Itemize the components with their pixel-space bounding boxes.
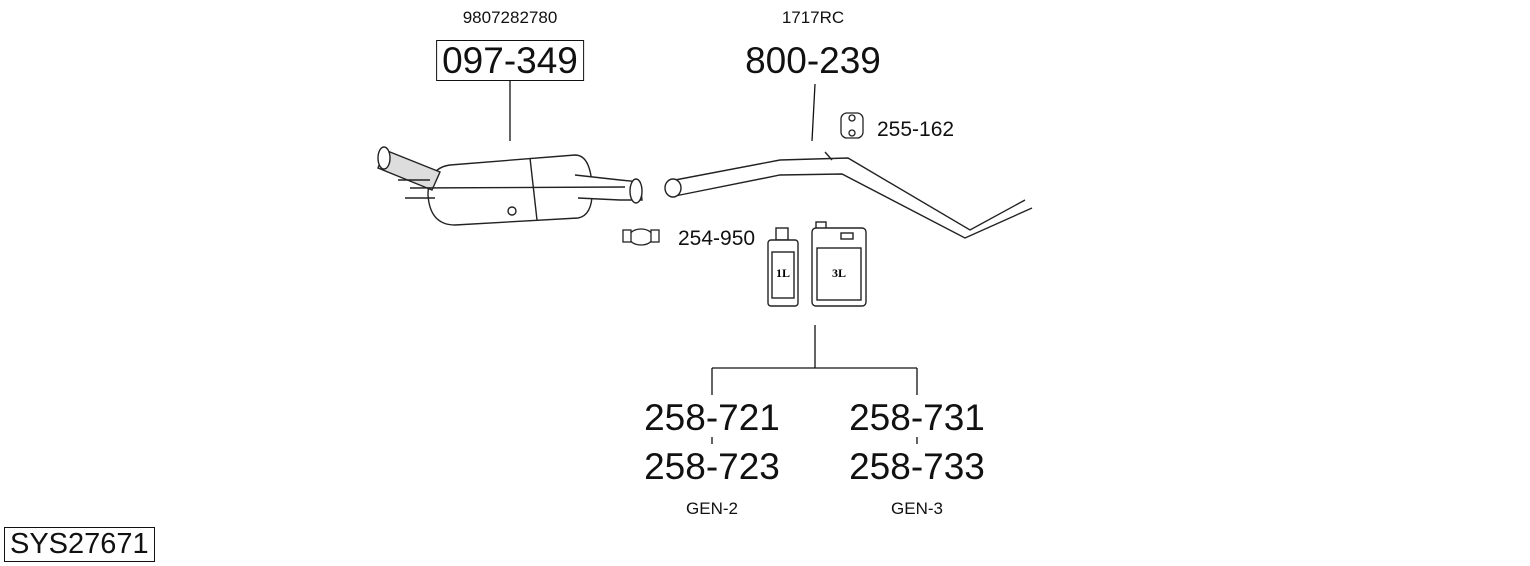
canister-3l-label: 3L <box>832 266 846 280</box>
additive-1l-part-number-2[interactable]: 258-723 <box>644 446 780 487</box>
additive-1l-part-number-1[interactable]: 258-721 <box>644 397 780 438</box>
hanger-part-number[interactable]: 255-162 <box>877 118 955 141</box>
middle-pipe-icon <box>664 151 1033 239</box>
pipe-oe-number: 1717RC <box>781 8 845 27</box>
leader-line-pipe <box>811 83 816 142</box>
clamp-part-number[interactable]: 254-950 <box>678 227 756 250</box>
pipe-part-number[interactable]: 800-239 <box>745 40 881 81</box>
additive-1l-group: GEN-2 <box>686 499 738 518</box>
canister-3l-icon <box>811 221 867 307</box>
system-id: SYS27671 <box>4 527 155 562</box>
exhaust-clamp-icon <box>622 228 660 246</box>
dpf-oe-number: 9807282780 <box>462 8 558 27</box>
additive-3l-group: GEN-3 <box>891 499 943 518</box>
dpf-part-number[interactable]: 097-349 <box>436 40 584 81</box>
rubber-hanger-icon <box>840 112 864 139</box>
bottle-1l-label: 1L <box>776 266 790 280</box>
dpf-icon <box>377 146 643 226</box>
additive-3l-part-number-1[interactable]: 258-731 <box>849 397 985 438</box>
bottle-1l-icon <box>767 227 799 307</box>
additive-3l-part-number-2[interactable]: 258-733 <box>849 446 985 487</box>
